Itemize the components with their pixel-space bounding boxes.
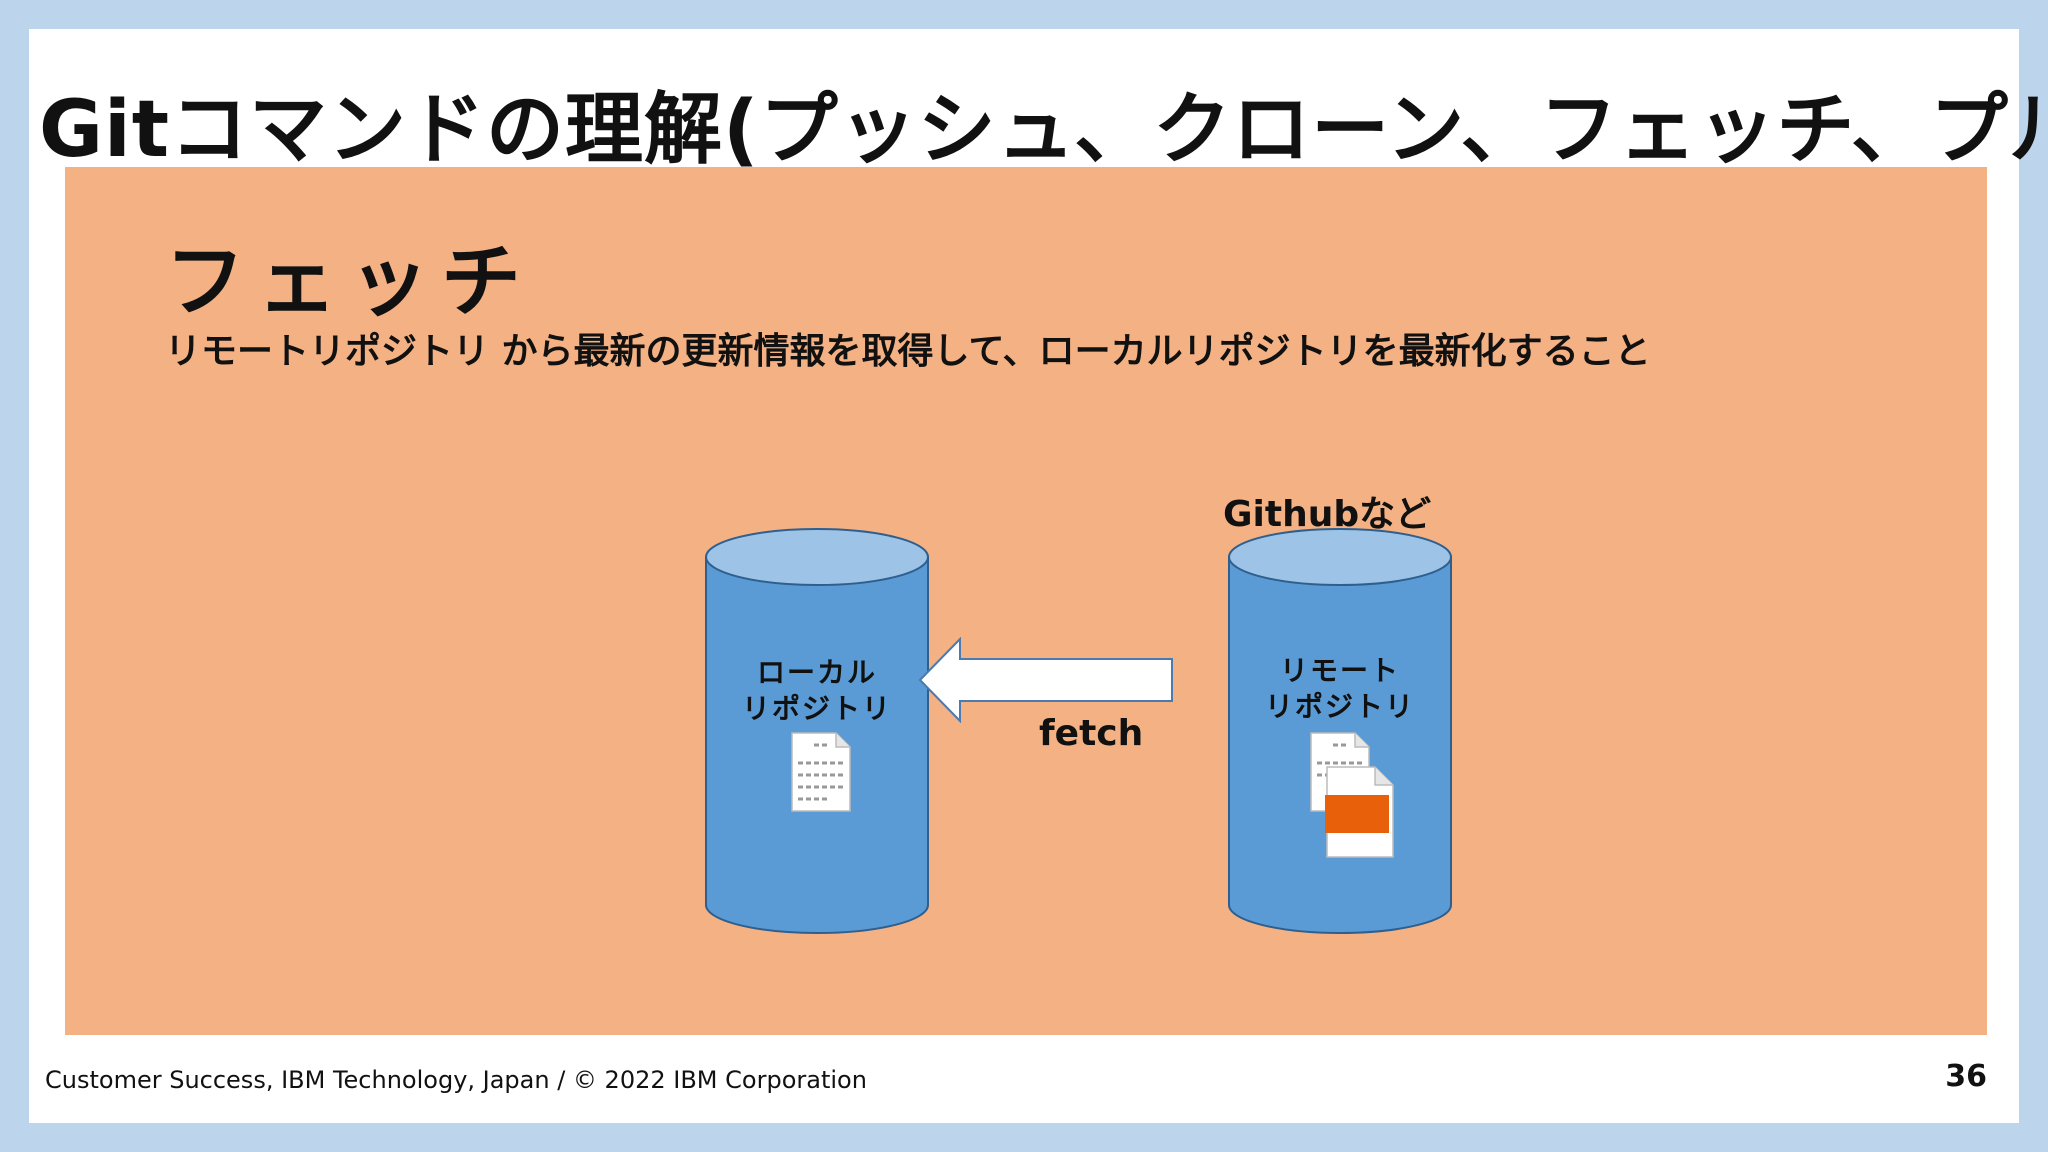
section-heading: フェッチ <box>165 235 533 328</box>
remote-label-line2: リポジトリ <box>1264 690 1415 723</box>
slide-title: Gitコマンドの理解(プッシュ、クローン、フェッチ、プル) <box>39 85 2048 175</box>
updated-documents-icon <box>1310 732 1394 858</box>
local-repository-cylinder: ローカル リポジトリ <box>704 527 930 937</box>
local-repository-label: ローカル リポジトリ <box>704 655 930 727</box>
page-number: 36 <box>1945 1059 1987 1094</box>
fetch-arrow-icon <box>918 637 1173 723</box>
remote-repository-cylinder: リモート リポジトリ <box>1227 527 1453 937</box>
content-panel: フェッチ リモートリポジトリ から最新の更新情報を取得して、ローカルリポジトリを… <box>65 167 1987 1035</box>
remote-host-tag: Githubなど <box>1223 494 1432 535</box>
local-label-line2: リポジトリ <box>741 692 892 725</box>
remote-repository-label: リモート リポジトリ <box>1227 653 1453 725</box>
slide: Gitコマンドの理解(プッシュ、クローン、フェッチ、プル) フェッチ リモートリ… <box>29 29 2048 1123</box>
fetch-label: fetch <box>1039 713 1144 754</box>
local-label-line1: ローカル <box>756 656 877 689</box>
description-text: リモートリポジトリ から最新の更新情報を取得して、ローカルリポジトリを最新化する… <box>165 331 1651 372</box>
remote-label-line1: リモート <box>1279 654 1400 687</box>
document-icon <box>791 732 851 812</box>
footer-copyright: Customer Success, IBM Technology, Japan … <box>45 1066 867 1094</box>
